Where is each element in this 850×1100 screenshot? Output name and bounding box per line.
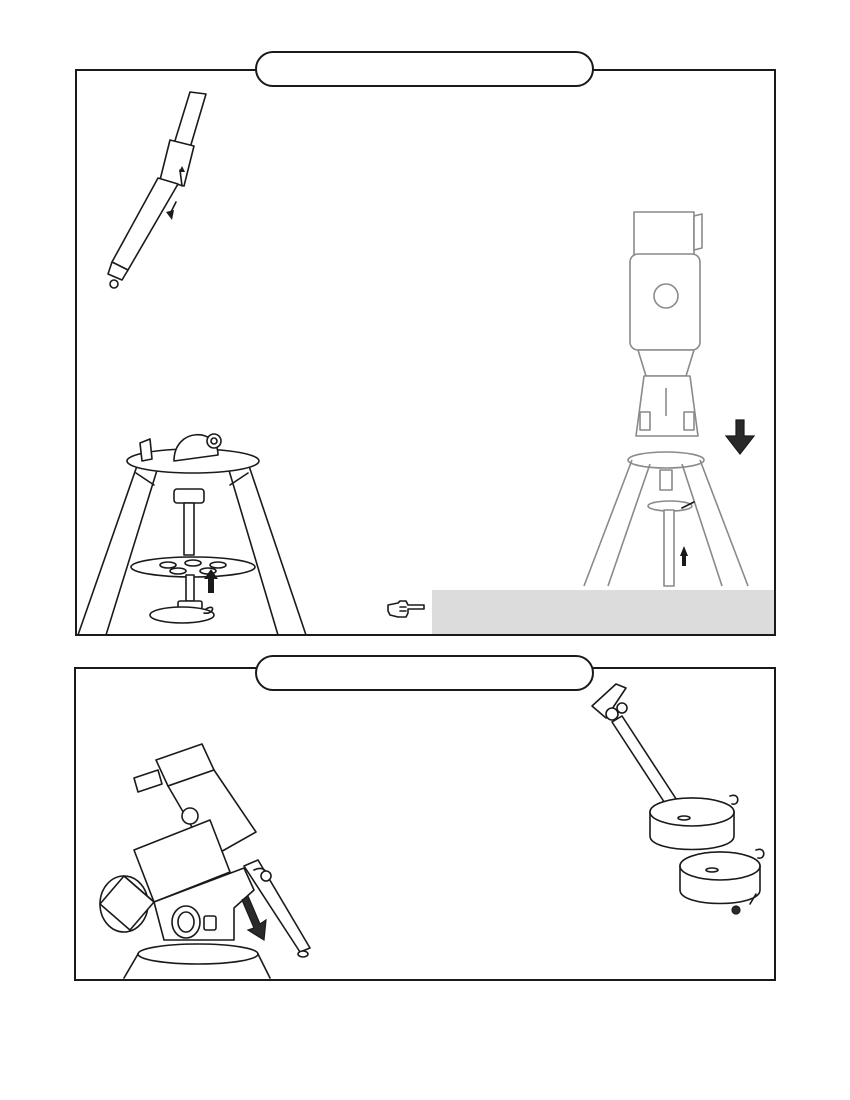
tripod-accessory-tray-illustration bbox=[77, 433, 307, 636]
counterweight-illustration bbox=[591, 683, 765, 915]
step-panel-title bbox=[255, 51, 594, 87]
mount-on-tripod-illustration bbox=[583, 211, 756, 587]
step-panel-title bbox=[255, 655, 594, 691]
note-box bbox=[432, 590, 774, 634]
equatorial-mount-illustration bbox=[99, 743, 311, 979]
pointing-hand-icon bbox=[387, 600, 425, 618]
tripod-leg-illustration bbox=[107, 91, 207, 289]
